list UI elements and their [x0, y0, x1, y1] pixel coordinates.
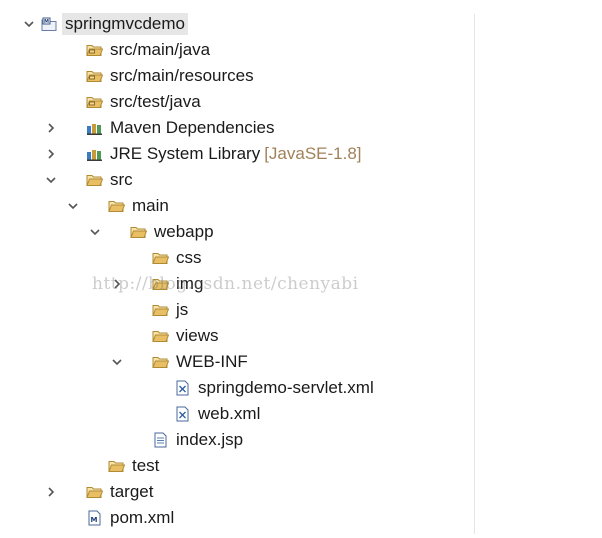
tree-item[interactable]: main: [0, 193, 474, 219]
xml-file-icon: [174, 406, 191, 422]
xml-file-icon: [174, 380, 191, 396]
source-folder-icon: [86, 43, 103, 58]
folder-icon: [152, 277, 169, 292]
svg-text:M: M: [44, 19, 49, 25]
tree-item[interactable]: index.jsp: [0, 427, 474, 453]
tree-item[interactable]: JRE System Library[JavaSE-1.8]: [0, 141, 474, 167]
chevron-right-icon[interactable]: [45, 122, 57, 134]
tree-item-text: WEB-INF: [176, 352, 248, 371]
chevron-down-icon[interactable]: [23, 18, 35, 30]
tree-item[interactable]: js: [0, 297, 474, 323]
tree-item[interactable]: img: [0, 271, 474, 297]
tree-item-label: test: [129, 455, 162, 477]
tree-item-label: webapp: [151, 221, 217, 243]
tree-item-text: springdemo-servlet.xml: [198, 378, 374, 397]
tree-item-text: src/test/java: [110, 92, 201, 111]
tree-item-label: src: [107, 169, 136, 191]
source-folder-icon: [86, 95, 103, 110]
folder-icon: [152, 355, 169, 370]
tree-item[interactable]: test: [0, 453, 474, 479]
tree-item-label: WEB-INF: [173, 351, 251, 373]
maven-pom-icon: M: [86, 510, 103, 526]
tree-item-text: src: [110, 170, 133, 189]
tree-item-label: img: [173, 273, 206, 295]
source-folder-icon: [86, 69, 103, 84]
chevron-down-icon[interactable]: [111, 356, 123, 368]
tree-item[interactable]: views: [0, 323, 474, 349]
chevron-right-icon[interactable]: [45, 148, 57, 160]
chevron-down-icon[interactable]: [45, 174, 57, 186]
tree-item-label: src/main/java: [107, 39, 213, 61]
tree-item[interactable]: src: [0, 167, 474, 193]
tree-item-text: src/main/resources: [110, 66, 254, 85]
tree-item[interactable]: src/main/resources: [0, 63, 474, 89]
tree-item-text: main: [132, 196, 169, 215]
tree-item-text: test: [132, 456, 160, 475]
tree-item-label: Maven Dependencies: [107, 117, 277, 139]
tree-item-text: img: [176, 274, 204, 293]
jre-version-decoration: [JavaSE-1.8]: [264, 144, 362, 163]
folder-icon: [152, 303, 169, 318]
folder-icon: [86, 485, 103, 500]
chevron-down-icon[interactable]: [67, 200, 79, 212]
tree-item-label: target: [107, 481, 156, 503]
tree-item[interactable]: springdemo-servlet.xml: [0, 375, 474, 401]
tree-item-label: pom.xml: [107, 507, 177, 529]
chevron-right-icon[interactable]: [45, 486, 57, 498]
folder-icon: [86, 173, 103, 188]
tree-item-label: src/test/java: [107, 91, 204, 113]
panel-divider: [474, 14, 475, 534]
tree-item[interactable]: webapp: [0, 219, 474, 245]
tree-item[interactable]: target: [0, 479, 474, 505]
tree-item-label: main: [129, 195, 172, 217]
tree-item-text: webapp: [154, 222, 214, 241]
tree-item-label: springdemo-servlet.xml: [195, 377, 377, 399]
tree-item[interactable]: WEB-INF: [0, 349, 474, 375]
tree-item[interactable]: src/test/java: [0, 89, 474, 115]
tree-item-text: springmvcdemo: [65, 14, 185, 33]
tree-item-text: pom.xml: [110, 508, 175, 527]
tree-item-label: src/main/resources: [107, 65, 257, 87]
tree-item-text: js: [176, 300, 189, 319]
chevron-right-icon[interactable]: [111, 278, 123, 290]
jsp-file-icon: [152, 432, 169, 448]
chevron-down-icon[interactable]: [89, 226, 101, 238]
tree-item-label: js: [173, 299, 191, 321]
tree-item-label: views: [173, 325, 222, 347]
tree-item-text: index.jsp: [176, 430, 244, 449]
folder-icon: [152, 251, 169, 266]
tree-item-text: src/main/java: [110, 40, 211, 59]
tree-item-text: web.xml: [198, 404, 261, 423]
tree-item-text: css: [176, 248, 202, 267]
folder-icon: [108, 459, 125, 474]
folder-icon: [152, 329, 169, 344]
tree-item-label: index.jsp: [173, 429, 246, 451]
folder-icon: [130, 225, 147, 240]
tree-item[interactable]: Maven Dependencies: [0, 115, 474, 141]
library-icon: [86, 121, 103, 136]
tree-item[interactable]: src/main/java: [0, 37, 474, 63]
project-icon: M: [41, 17, 58, 32]
tree-item-label: web.xml: [195, 403, 263, 425]
tree-item-label: css: [173, 247, 205, 269]
tree-item[interactable]: web.xml: [0, 401, 474, 427]
tree-item[interactable]: css: [0, 245, 474, 271]
svg-text:M: M: [91, 516, 98, 524]
library-icon: [86, 147, 103, 162]
tree-item-label: JRE System Library[JavaSE-1.8]: [107, 143, 365, 165]
folder-icon: [108, 199, 125, 214]
tree-item-text: Maven Dependencies: [110, 118, 275, 137]
tree-item-label: springmvcdemo: [62, 13, 188, 35]
tree-item-text: JRE System Library: [110, 144, 261, 163]
tree-item-text: views: [176, 326, 219, 345]
tree-item-text: target: [110, 482, 154, 501]
